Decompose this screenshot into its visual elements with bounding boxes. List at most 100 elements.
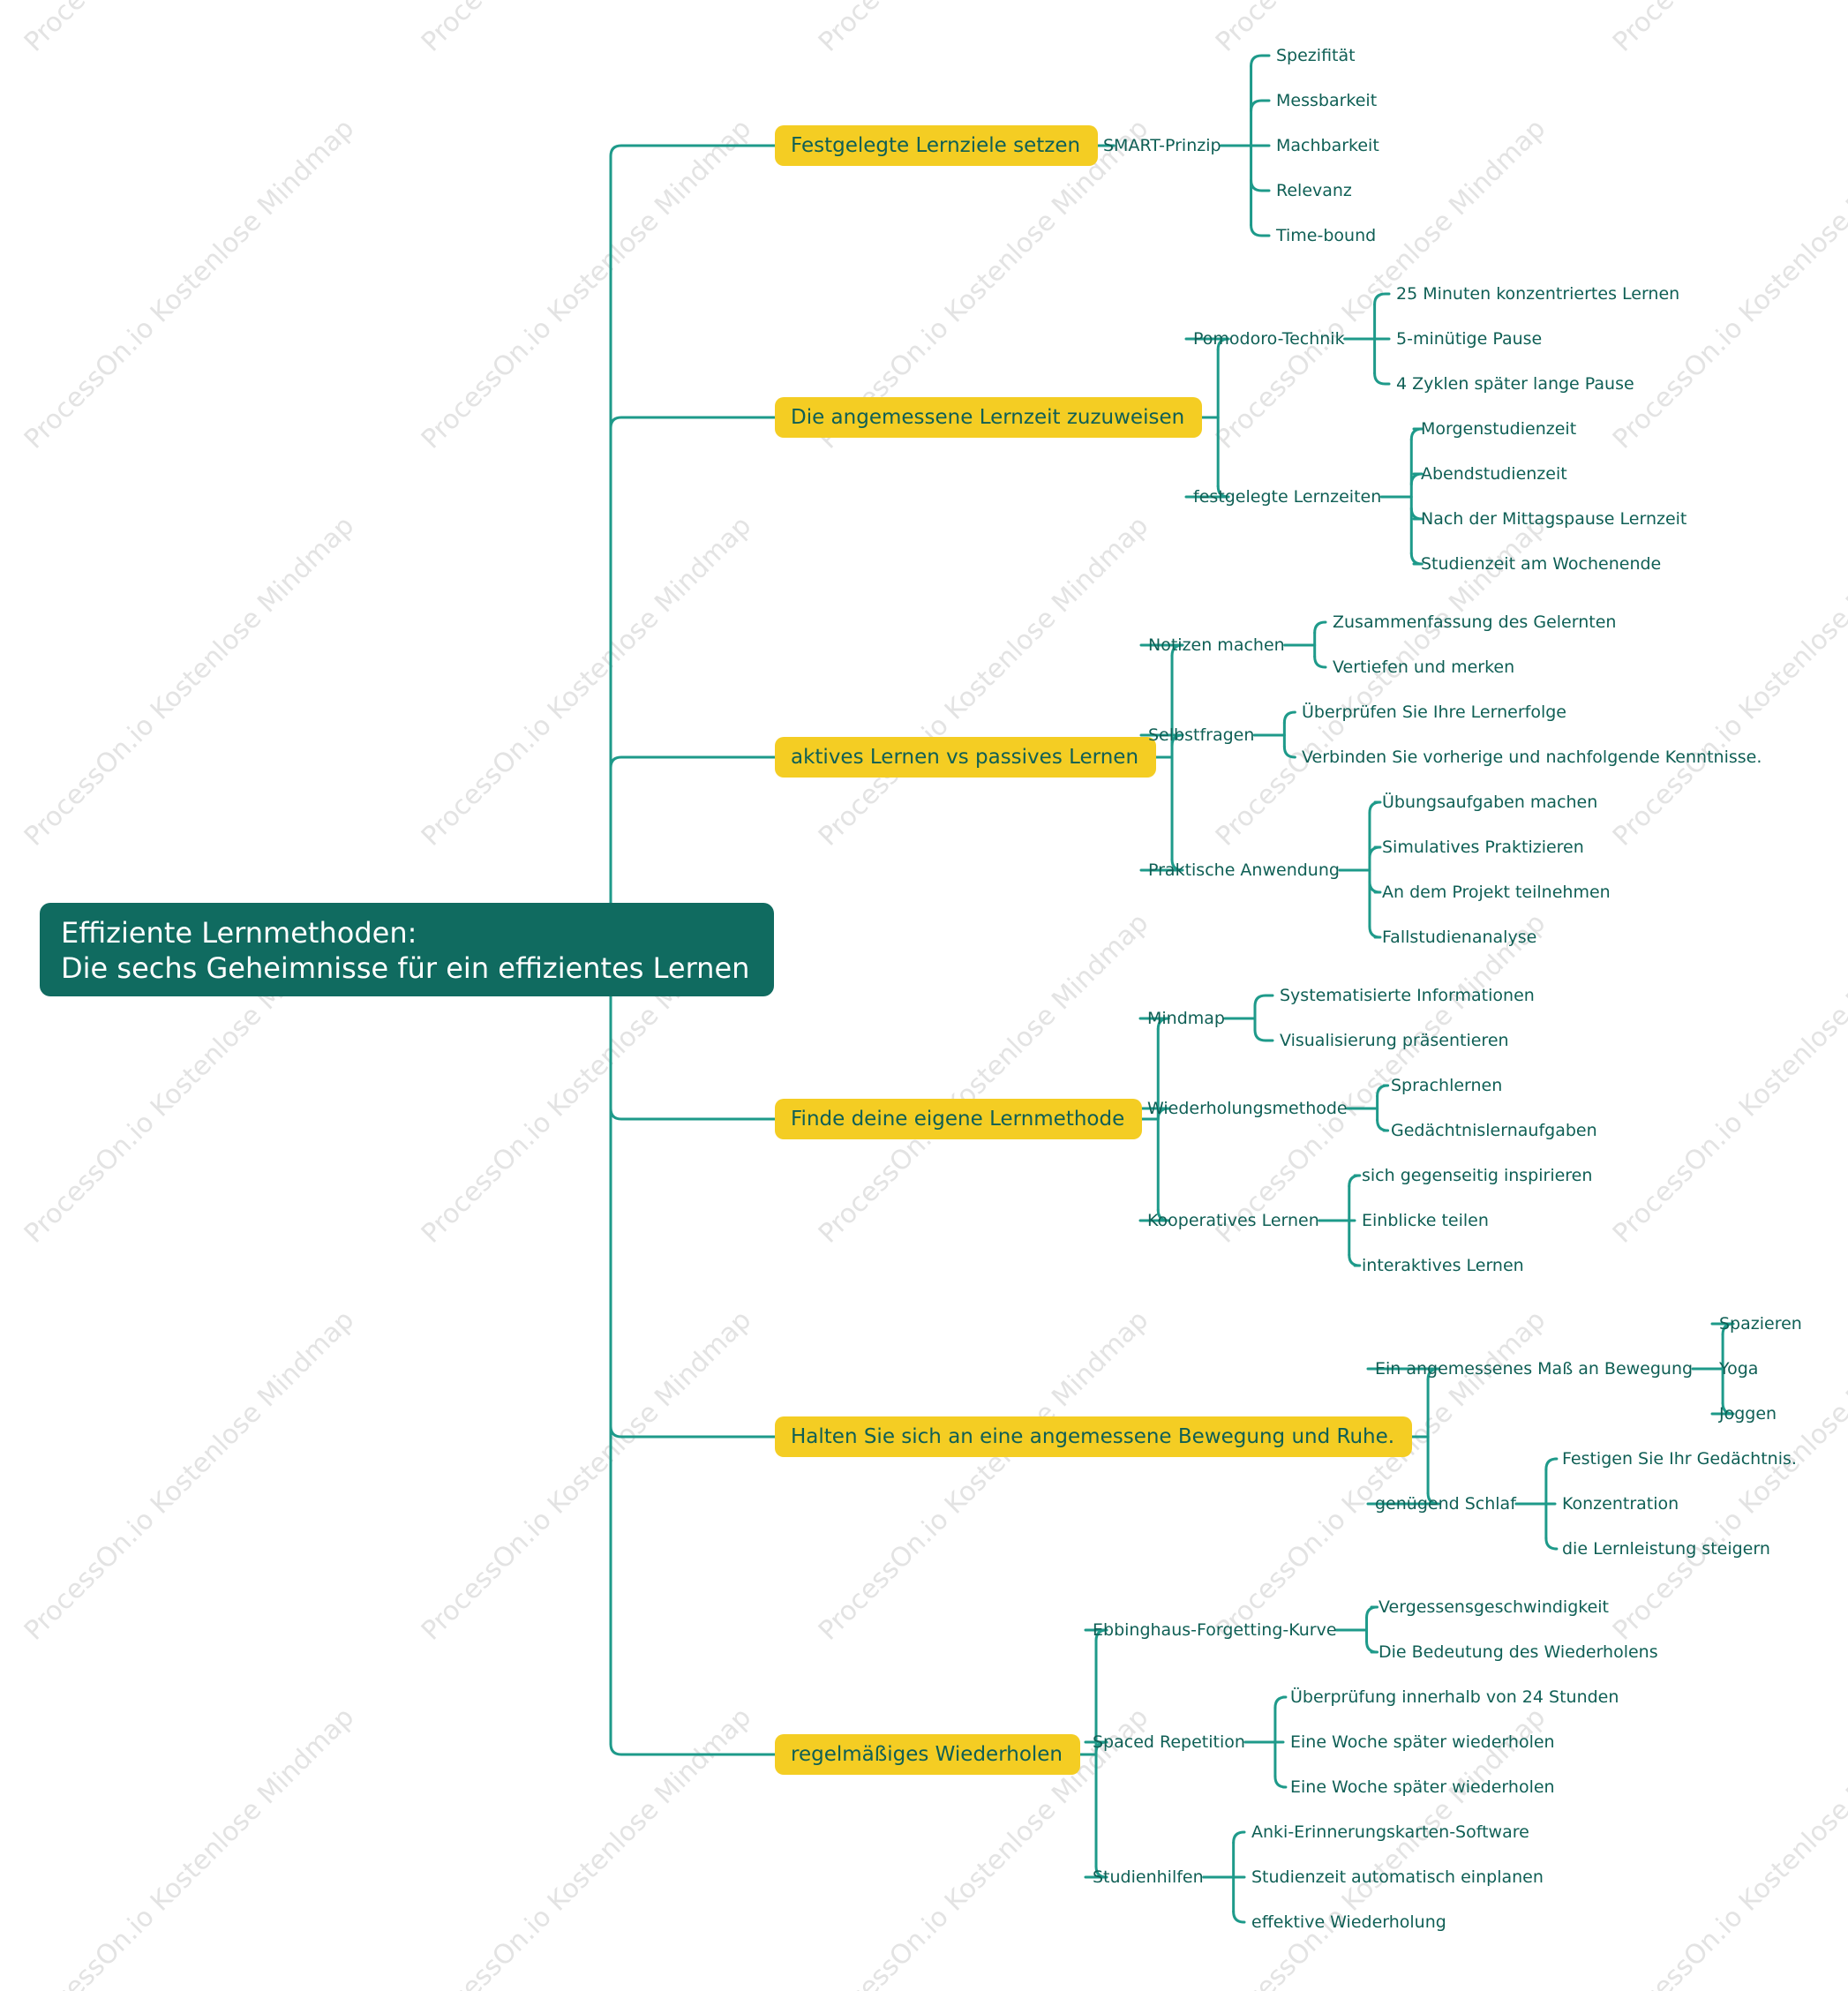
connector-branch <box>1232 1830 1246 1844</box>
topic-ebbinghaus[interactable]: Ebbinghaus-Forgetting-Kurve <box>1093 1620 1337 1640</box>
leaf-sprachlernen[interactable]: Sprachlernen <box>1391 1076 1503 1095</box>
root-branch <box>609 755 777 770</box>
branch-lernmethode[interactable]: Finde deine eigene Lernmethode <box>775 1099 1143 1139</box>
topic-studienhilfen[interactable]: Studienhilfen <box>1093 1867 1204 1887</box>
connector-branch <box>1084 1740 1108 1754</box>
connector-branch <box>1250 223 1271 237</box>
leaf-joggen[interactable]: Joggen <box>1719 1404 1777 1424</box>
branch-aktives-lernen[interactable]: aktives Lernen vs passives Lernen <box>775 737 1157 778</box>
leaf-systematisiert[interactable]: Systematisierte Informationen <box>1280 986 1535 1005</box>
root-title-line2: Die sechs Geheimnisse für ein effiziente… <box>61 951 750 985</box>
connector-branch <box>1409 472 1424 486</box>
connector-branch <box>1084 1865 1108 1879</box>
leaf-relevanz[interactable]: Relevanz <box>1276 181 1352 200</box>
connector-branch <box>1139 858 1184 872</box>
topic-spaced-repetition[interactable]: Spaced Repetition <box>1093 1732 1245 1752</box>
connector-branch <box>1544 1536 1559 1551</box>
connector-branch <box>1544 1457 1559 1471</box>
leaf-wochenende[interactable]: Studienzeit am Wochenende <box>1421 554 1662 574</box>
root-branch <box>609 1424 777 1439</box>
connector-branch <box>1368 880 1382 894</box>
leaf-yoga[interactable]: Yoga <box>1719 1359 1759 1379</box>
connector-branch <box>1282 710 1296 725</box>
leaf-inspirieren[interactable]: sich gegenseitig inspirieren <box>1362 1166 1593 1185</box>
leaf-spezifitaet[interactable]: Spezifität <box>1276 46 1356 65</box>
leaf-kenntnisse[interactable]: Verbinden Sie vorherige und nachfolgende… <box>1302 748 1762 767</box>
leaf-fallstudien[interactable]: Fallstudienanalyse <box>1382 928 1537 947</box>
leaf-woche-2[interactable]: Eine Woche später wiederholen <box>1290 1777 1555 1797</box>
connector-branch <box>1409 427 1424 441</box>
branch-wiederholen[interactable]: regelmäßiges Wiederholen <box>775 1734 1081 1775</box>
root-title-line1: Effiziente Lernmethoden: <box>61 916 417 950</box>
connector-branch <box>1373 292 1391 306</box>
leaf-bedeutung[interactable]: Die Bedeutung des Wiederholens <box>1378 1642 1658 1662</box>
connector-branch <box>1409 507 1424 521</box>
leaf-vertiefen[interactable]: Vertiefen und merken <box>1333 657 1515 677</box>
connector-branch <box>1365 1640 1379 1654</box>
leaf-spazieren[interactable]: Spazieren <box>1719 1314 1802 1334</box>
leaf-visualisierung[interactable]: Visualisierung präsentieren <box>1280 1031 1509 1050</box>
topic-selbstfragen[interactable]: Selbstfragen <box>1148 725 1255 745</box>
topic-notizen[interactable]: Notizen machen <box>1148 635 1285 655</box>
leaf-einblicke[interactable]: Einblicke teilen <box>1362 1211 1489 1230</box>
leaf-woche-1[interactable]: Eine Woche später wiederholen <box>1290 1732 1555 1752</box>
connector-branch <box>1084 1628 1108 1642</box>
root-branch <box>609 416 777 430</box>
topic-wiederholungsmethode[interactable]: Wiederholungsmethode <box>1147 1099 1348 1118</box>
leaf-lernerfolge[interactable]: Überprüfen Sie Ihre Lernerfolge <box>1302 702 1566 722</box>
leaf-effektive[interactable]: effektive Wiederholung <box>1251 1912 1446 1932</box>
leaf-anki[interactable]: Anki-Erinnerungskarten-Software <box>1251 1822 1529 1842</box>
connector-branch <box>1253 994 1274 1008</box>
leaf-konzentration[interactable]: Konzentration <box>1562 1494 1679 1514</box>
root-branch <box>609 144 777 158</box>
connector-branch <box>1366 1491 1440 1506</box>
leaf-24-stunden[interactable]: Überprüfung innerhalb von 24 Stunden <box>1290 1687 1619 1707</box>
connector-branch <box>1366 1367 1440 1381</box>
leaf-vergessen[interactable]: Vergessensgeschwindigkeit <box>1378 1597 1610 1617</box>
topic-praktische-anwendung[interactable]: Praktische Anwendung <box>1148 860 1340 880</box>
connector-branch <box>1184 337 1230 351</box>
branch-bewegung-ruhe[interactable]: Halten Sie sich an eine angemessene Bewe… <box>775 1416 1413 1457</box>
leaf-abend[interactable]: Abendstudienzeit <box>1421 464 1567 484</box>
connector-branch <box>1139 733 1184 748</box>
leaf-machbarkeit[interactable]: Machbarkeit <box>1276 136 1379 155</box>
leaf-studienzeit-auto[interactable]: Studienzeit automatisch einplanen <box>1251 1867 1544 1887</box>
leaf-morgen[interactable]: Morgenstudienzeit <box>1421 419 1577 439</box>
connector-branch <box>1138 1208 1170 1222</box>
topic-festgelegte-lernzeiten[interactable]: festgelegte Lernzeiten <box>1193 487 1382 507</box>
connector-branch <box>1313 620 1327 635</box>
topic-schlaf[interactable]: genügend Schlaf <box>1375 1494 1516 1514</box>
leaf-25-minuten[interactable]: 25 Minuten konzentriertes Lernen <box>1396 284 1680 304</box>
branch-lernzeit[interactable]: Die angemessene Lernzeit zuzuweisen <box>775 397 1203 438</box>
leaf-zusammenfassung[interactable]: Zusammenfassung des Gelernten <box>1333 612 1617 632</box>
connector-branch <box>1710 1401 1735 1416</box>
leaf-projekt[interactable]: An dem Projekt teilnehmen <box>1382 883 1611 902</box>
leaf-4-zyklen[interactable]: 4 Zyklen später lange Pause <box>1396 374 1634 394</box>
topic-mindmap[interactable]: Mindmap <box>1147 1009 1225 1028</box>
leaf-time-bound[interactable]: Time-bound <box>1276 226 1377 245</box>
leaf-lernleistung[interactable]: die Lernleistung steigern <box>1562 1539 1770 1559</box>
topic-smart-prinzip[interactable]: SMART-Prinzip <box>1103 136 1221 155</box>
leaf-interaktiv[interactable]: interaktives Lernen <box>1362 1256 1524 1275</box>
connector-branch <box>1365 1605 1379 1619</box>
leaf-simulatives[interactable]: Simulatives Praktizieren <box>1382 838 1584 857</box>
connector-branch <box>1313 655 1327 669</box>
branch-lernziele[interactable]: Festgelegte Lernziele setzen <box>775 125 1099 166</box>
leaf-messbarkeit[interactable]: Messbarkeit <box>1276 91 1378 110</box>
leaf-festigen[interactable]: Festigen Sie Ihr Gedächtnis. <box>1562 1449 1797 1469</box>
connector-branch <box>1409 552 1424 566</box>
topic-kooperatives-lernen[interactable]: Kooperatives Lernen <box>1147 1211 1319 1230</box>
leaf-uebungsaufgaben[interactable]: Übungsaufgaben machen <box>1382 793 1598 812</box>
leaf-gedaechtnis[interactable]: Gedächtnislernaufgaben <box>1391 1121 1597 1140</box>
topic-bewegung[interactable]: Ein angemessenes Maß an Bewegung <box>1375 1359 1694 1379</box>
topic-pomodoro[interactable]: Pomodoro-Technik <box>1193 329 1345 349</box>
connector-branch <box>1368 925 1382 939</box>
connector-branch <box>1253 1028 1274 1042</box>
leaf-5-min-pause[interactable]: 5-minütige Pause <box>1396 329 1543 349</box>
connector-branch <box>1138 1107 1170 1121</box>
root-node[interactable]: Effiziente Lernmethoden: Die sechs Gehei… <box>40 903 775 996</box>
leaf-mittag[interactable]: Nach der Mittagspause Lernzeit <box>1421 509 1687 529</box>
connector-branch <box>1373 372 1391 386</box>
connector-branch <box>1250 54 1271 68</box>
